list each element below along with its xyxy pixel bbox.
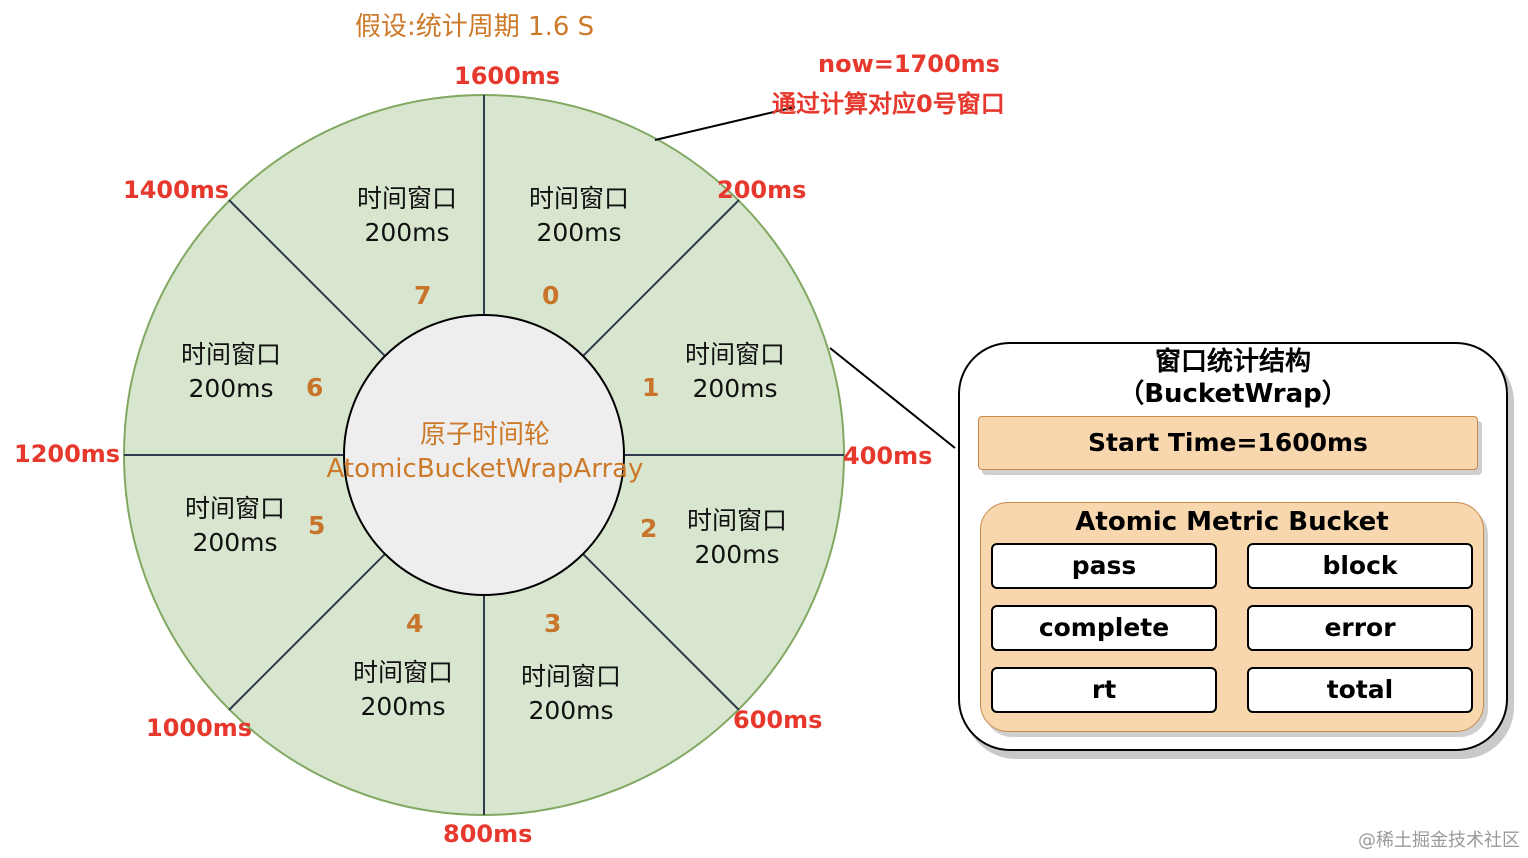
tick-label: 1200ms (14, 440, 121, 468)
segment-label: 时间窗口 (356, 184, 457, 213)
annotation-pointer (654, 106, 796, 141)
segment-duration: 200ms (364, 218, 450, 247)
segment-3: 时间窗口 200ms (501, 660, 641, 728)
segment-7: 时间窗口 200ms (337, 182, 477, 250)
structure-title: 窗口统计结构 （BucketWrap） (960, 346, 1506, 410)
metric-field: total (1247, 667, 1473, 713)
segment-4: 时间窗口 200ms (333, 656, 473, 724)
segment-index: 6 (306, 373, 324, 402)
tick-label: 1600ms (454, 62, 561, 90)
metric-field: block (1247, 543, 1473, 589)
bucket-wrap-structure: 窗口统计结构 （BucketWrap） Start Time=1600ms At… (958, 342, 1508, 751)
segment-label: 时间窗口 (352, 658, 453, 687)
segment-duration: 200ms (536, 218, 622, 247)
start-time-box: Start Time=1600ms (978, 416, 1478, 470)
tick-label: 800ms (443, 820, 533, 848)
diagram-title: 假设:统计周期 1.6 S (355, 12, 595, 42)
atomic-metric-bucket: Atomic Metric Bucket pass block complete… (980, 502, 1484, 732)
segment-0: 时间窗口 200ms (509, 182, 649, 250)
segment-duration: 200ms (188, 374, 274, 403)
tick-label: 400ms (843, 442, 933, 470)
segment-duration: 200ms (360, 692, 446, 721)
segment-label: 时间窗口 (184, 494, 285, 523)
segment-1: 时间窗口 200ms (665, 338, 805, 406)
segment-label: 时间窗口 (528, 184, 629, 213)
hub-subtitle: AtomicBucketWrapArray (326, 454, 644, 484)
tick-label: 1400ms (123, 176, 230, 204)
segment-index: 5 (308, 511, 326, 540)
segment-2: 时间窗口 200ms (667, 504, 807, 572)
hub-label: 原子时间轮 AtomicBucketWrapArray (310, 418, 660, 486)
hub-circle (343, 314, 625, 596)
segment-duration: 200ms (528, 696, 614, 725)
segment-duration: 200ms (694, 540, 780, 569)
segment-index: 3 (544, 609, 562, 638)
metric-field: pass (991, 543, 1217, 589)
segment-duration: 200ms (692, 374, 778, 403)
segment-6: 时间窗口 200ms (161, 338, 301, 406)
tick-label: 600ms (733, 706, 823, 734)
segment-label: 时间窗口 (684, 340, 785, 369)
now-annotation: now=1700ms (818, 50, 1000, 78)
metric-field: error (1247, 605, 1473, 651)
bucket-title: Atomic Metric Bucket (1075, 507, 1389, 537)
segment-duration: 200ms (192, 528, 278, 557)
structure-title-line2: （BucketWrap） (1118, 379, 1348, 409)
structure-pointer (829, 347, 956, 449)
window-annotation: 通过计算对应0号窗口 (772, 90, 1005, 118)
segment-label: 时间窗口 (180, 340, 281, 369)
segment-index: 4 (406, 609, 424, 638)
tick-label: 1000ms (146, 714, 253, 742)
segment-label: 时间窗口 (520, 662, 621, 691)
segment-label: 时间窗口 (686, 506, 787, 535)
tick-label: 200ms (717, 176, 807, 204)
segment-index: 7 (414, 281, 432, 310)
segment-5: 时间窗口 200ms (165, 492, 305, 560)
segment-index: 2 (640, 514, 658, 543)
segment-index: 1 (642, 373, 660, 402)
segment-index: 0 (542, 281, 560, 310)
metric-field: complete (991, 605, 1217, 651)
metric-field: rt (991, 667, 1217, 713)
structure-title-line1: 窗口统计结构 (1154, 347, 1311, 377)
hub-title: 原子时间轮 (419, 420, 550, 450)
watermark: @稀土掘金技术社区 (1358, 830, 1520, 851)
